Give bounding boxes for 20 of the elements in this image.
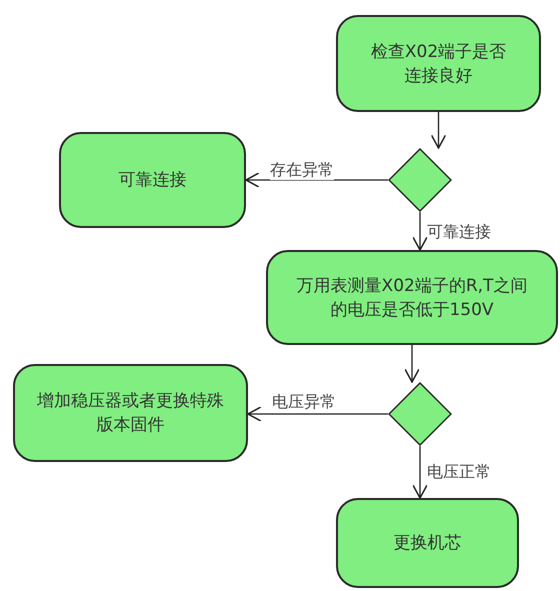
step-text: 检查X02端子是否连接良好 xyxy=(370,40,508,88)
process-box xyxy=(336,15,541,112)
edge-label: 电压异常 xyxy=(272,392,336,412)
arrow xyxy=(412,446,428,499)
edge-label: 电压正常 xyxy=(427,462,491,482)
arrow xyxy=(430,112,446,149)
step-text: 增加稳压器或者更换特殊版本固件 xyxy=(36,390,225,437)
process-box xyxy=(59,132,246,228)
step-text: 可靠连接 xyxy=(118,169,186,192)
process-box xyxy=(13,364,248,462)
process-box xyxy=(336,498,519,588)
edge-label: 存在异常 xyxy=(270,160,334,180)
arrow xyxy=(245,172,388,188)
edge-label: 可靠连接 xyxy=(427,222,491,242)
step-text: 更换机芯 xyxy=(394,532,462,555)
step-text: 万用表测量X02端子的R,T之间的电压是否低于150V xyxy=(296,274,528,322)
arrow xyxy=(412,212,428,251)
arrow xyxy=(404,345,420,383)
process-box xyxy=(266,250,558,345)
arrow xyxy=(247,406,388,422)
